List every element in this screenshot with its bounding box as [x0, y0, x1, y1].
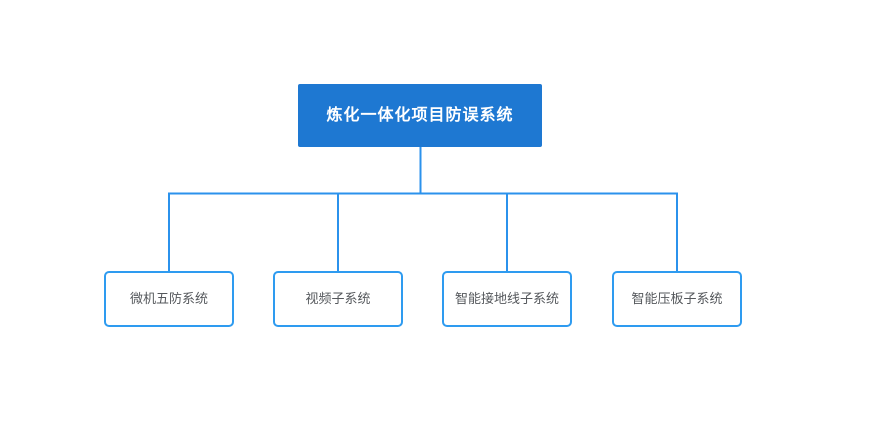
child-node-label: 视频子系统 [305, 291, 371, 307]
child-node-wjwf[interactable]: 微机五防系统 [104, 271, 234, 327]
child-node-pressplate[interactable]: 智能压板子系统 [612, 271, 742, 327]
child-node-video[interactable]: 视频子系统 [273, 271, 403, 327]
child-node-grounding[interactable]: 智能接地线子系统 [442, 271, 572, 327]
child-node-label: 微机五防系统 [129, 291, 208, 307]
root-node-label: 炼化一体化项目防误系统 [326, 106, 514, 124]
child-node-label: 智能压板子系统 [631, 291, 723, 307]
child-node-label: 智能接地线子系统 [454, 291, 559, 307]
root-node[interactable]: 炼化一体化项目防误系统 [298, 84, 542, 147]
